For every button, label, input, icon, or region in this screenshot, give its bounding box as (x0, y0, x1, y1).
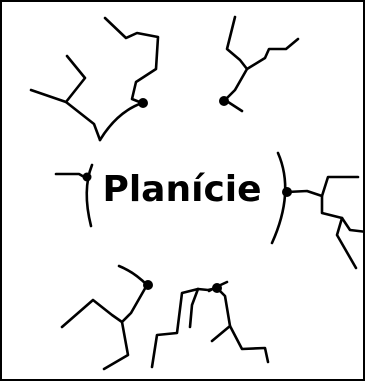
dot-top-right (219, 96, 229, 106)
dot-bottom-left (143, 280, 153, 290)
dot-left (82, 172, 92, 182)
river-right (285, 175, 365, 270)
junction-dots (82, 96, 292, 293)
dot-top-left (138, 98, 148, 108)
river-upper-left (29, 16, 160, 142)
river-upper-right (223, 15, 300, 102)
arc-bottom-left (117, 264, 149, 287)
dot-right (282, 187, 292, 197)
river-bottom-center (150, 286, 270, 369)
plain-label: Planície (102, 169, 262, 210)
arc-top-left (98, 101, 144, 142)
river-bottom-left (60, 283, 149, 371)
arc-left (85, 163, 94, 228)
dot-bottom-right (212, 283, 222, 293)
